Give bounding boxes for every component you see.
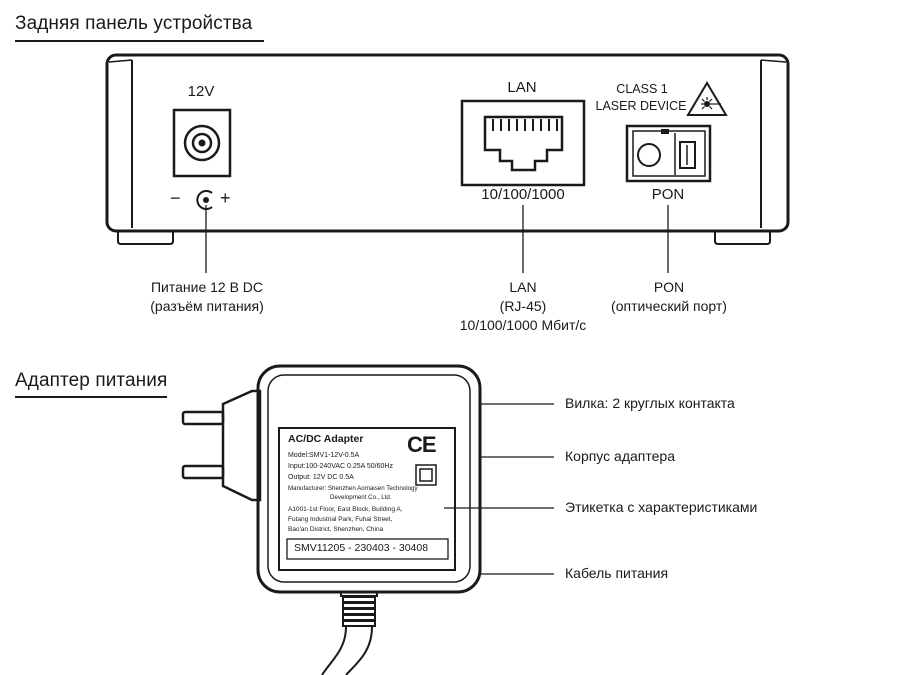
callout-plug: Вилка: 2 круглых контакта [565,395,735,411]
callout-housing: Корпус адаптера [565,448,675,464]
callout-lan-line3: 10/100/1000 Мбит/с [459,317,587,333]
callout-lan-line2: (RJ-45) [499,298,547,314]
adapter-leader-lines [444,403,554,575]
plug-body [221,389,262,502]
label-serial: SMV11205 - 230403 - 30408 [294,542,429,554]
lan-speed-label: 10/100/1000 [481,186,565,203]
label-header: AC/DC Adapter [288,433,364,445]
lan-port-label: LAN [507,79,537,96]
callout-power-line1: Питание 12 В DC [150,279,264,295]
callout-label: Этикетка с характеристиками [565,499,758,515]
label-input: Input:100-240VAC 0.25A 50/60Hz [288,463,393,470]
polarity-symbol-icon [196,190,213,210]
callout-power-line2: (разъём питания) [150,298,264,314]
label-address-3: Bao'an District, Shenzhen, China [288,526,384,533]
laser-warning-icon [686,81,728,116]
laser-class-label: CLASS 1 [616,82,668,96]
pon-port-label: PON [651,186,685,203]
laser-device-label: LASER DEVICE [595,99,687,113]
callout-pon-line2: (оптический порт) [611,298,727,314]
rear-leader-lines [205,205,669,273]
label-manufacturer-1: Manufacturer: Shenzhen Aomaisen Technolo… [288,485,418,492]
power-jack-icon [172,108,232,178]
callout-cable: Кабель питания [565,565,669,581]
spec-label-box [278,427,456,571]
label-manufacturer-2: Development Co., Ltd. [330,494,392,501]
label-output: Output: 12V DC 0.5A [288,474,354,481]
pon-port-icon [625,124,712,183]
ce-mark-icon: CE [407,432,437,457]
rj45-port-icon [460,99,586,187]
adapter-title: Адаптер питания [15,370,168,391]
device-body [105,53,790,233]
device-feet [117,232,771,245]
label-model: Model:SMV1-12V-0.5A [288,452,360,459]
power-cable [321,591,378,675]
callout-pon-line1: PON [653,279,685,295]
plug-pins-icon [181,410,225,480]
polarity-plus: + [220,188,231,208]
polarity-minus: − [170,188,181,208]
callout-lan-line1: LAN [509,279,537,295]
label-address-1: A1001-1st Floor, East Block, Building A, [288,506,403,513]
label-address-2: Futang Industrial Park, Fuhai Street, [288,516,393,523]
power-voltage-label: 12V [187,83,215,100]
adapter-title-underline [15,396,167,398]
rear-panel-title-underline [15,40,264,42]
rear-panel-title: Задняя панель устройства [15,13,253,34]
